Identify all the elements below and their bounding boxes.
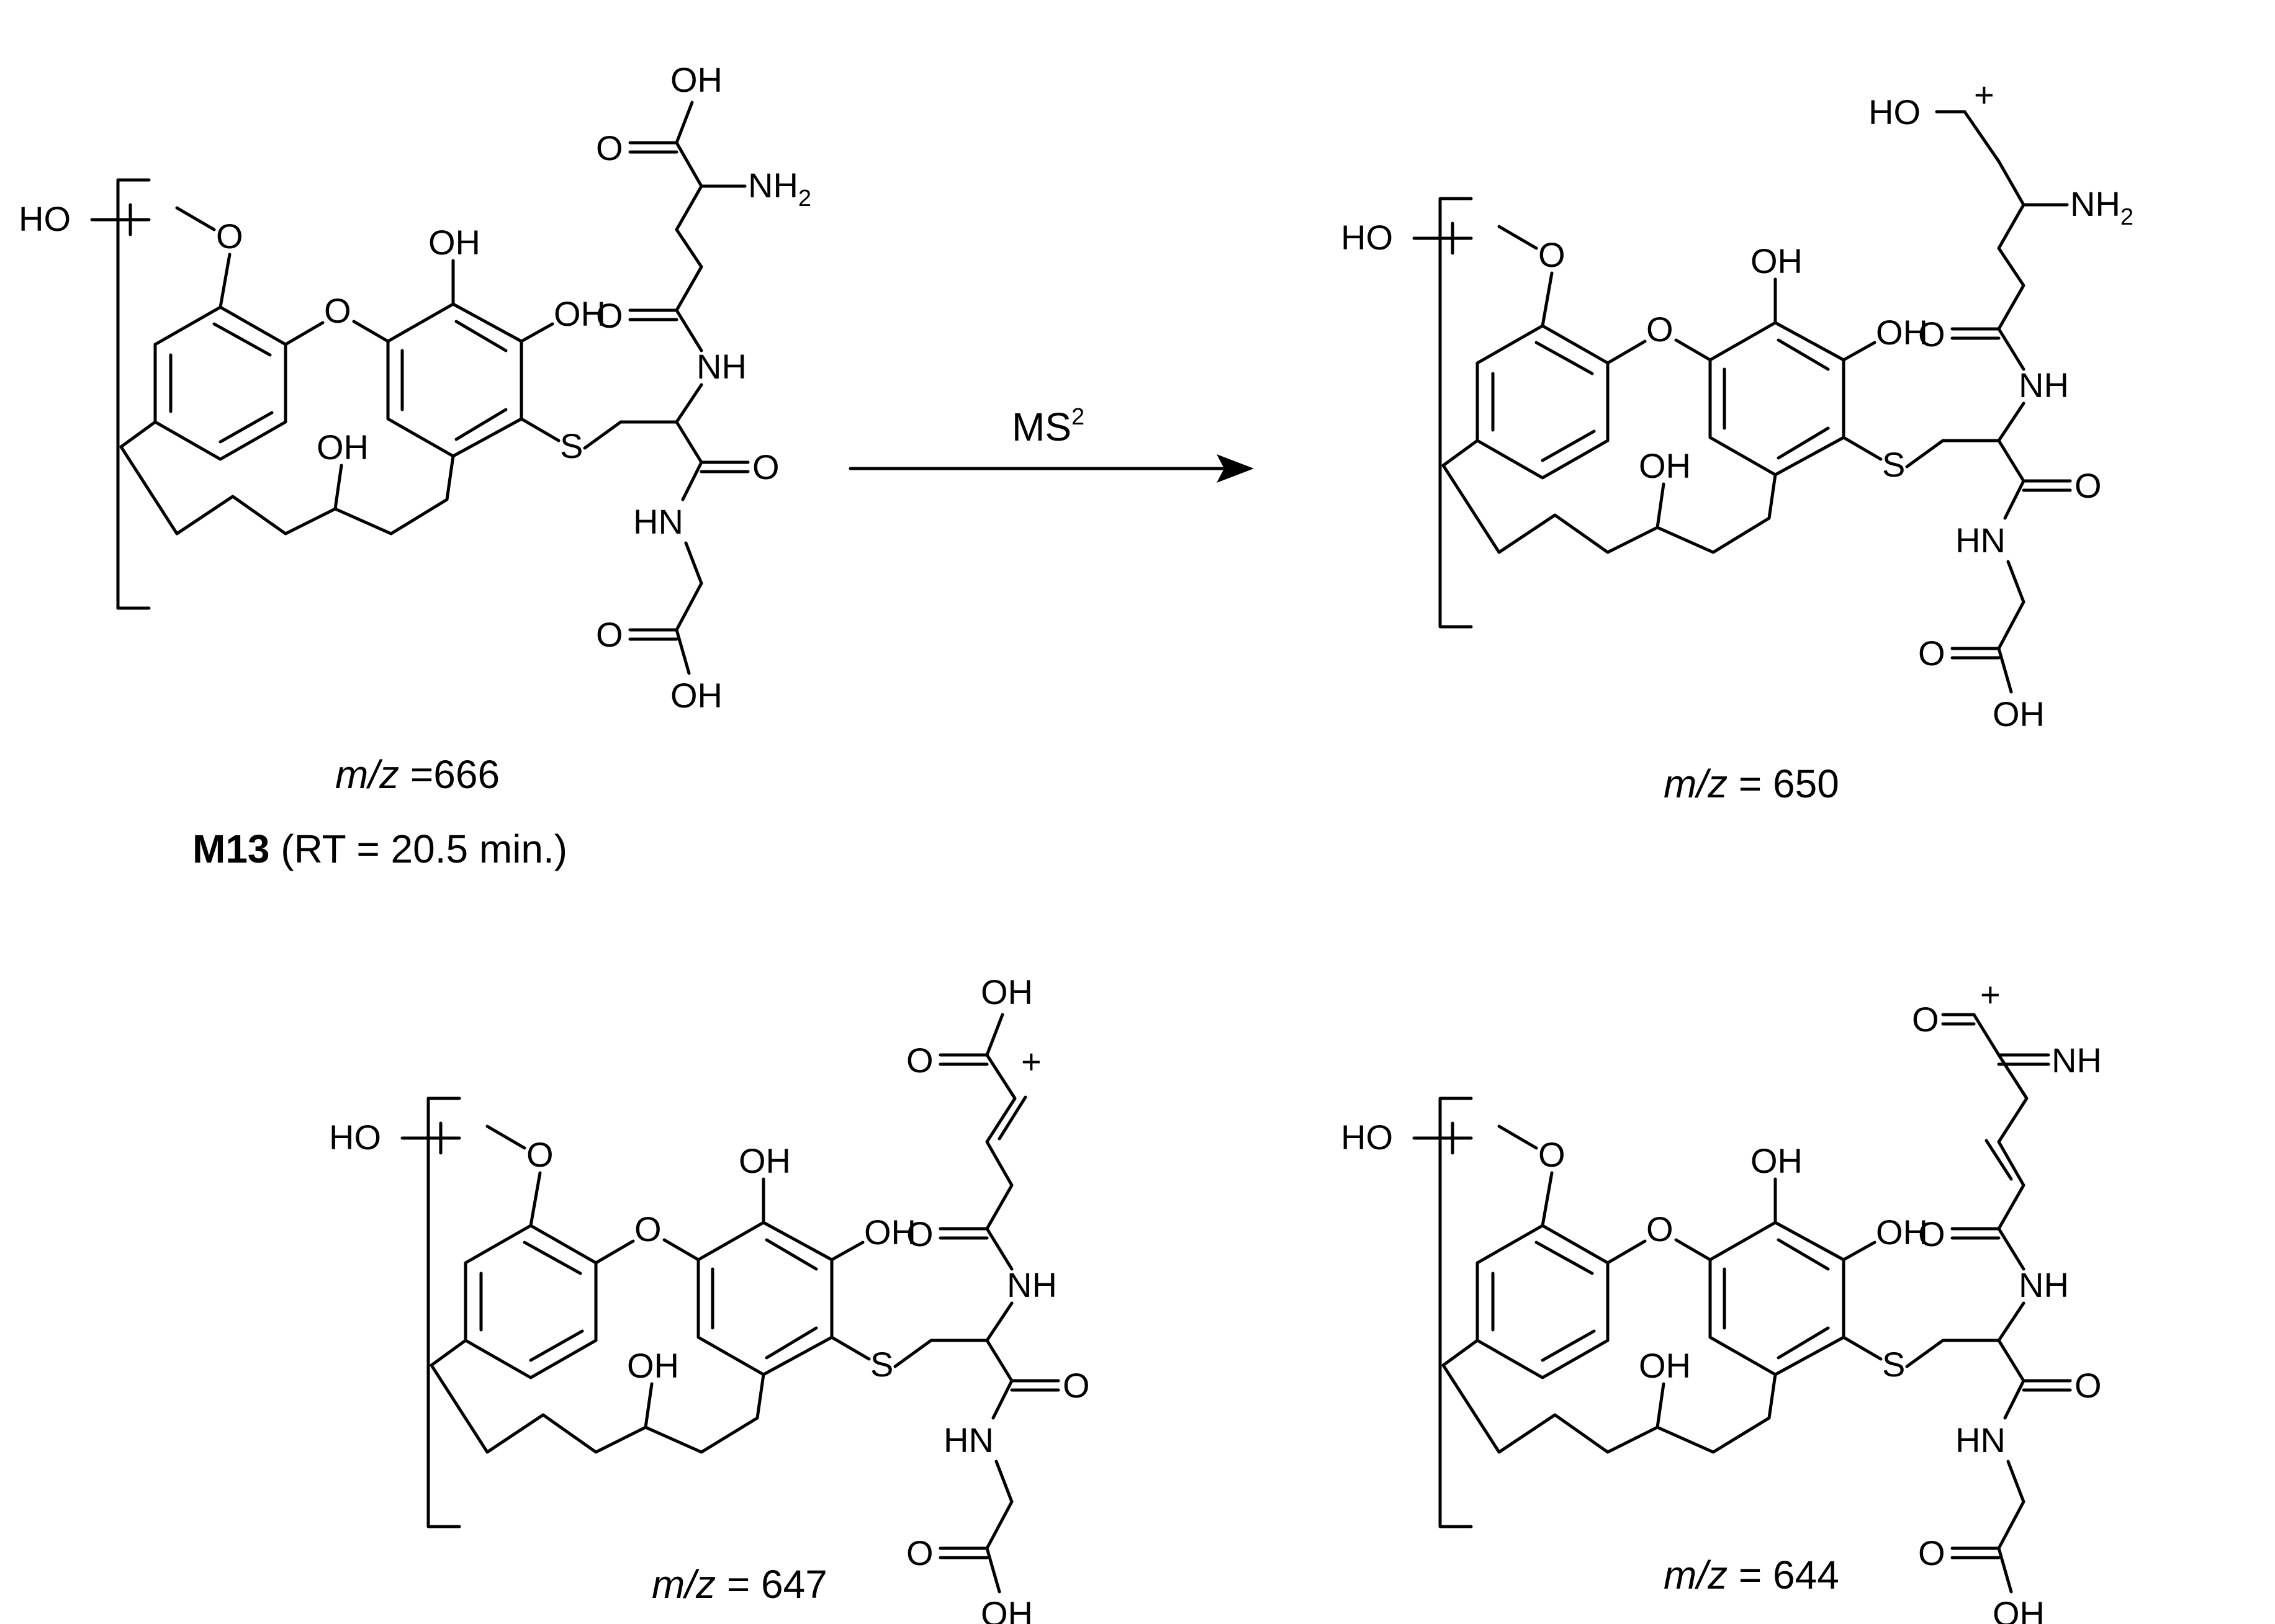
caption-m13-name: M13 (RT = 20.5 min.) [192,827,567,871]
plus-charge: + [1974,75,1994,114]
structure-m13: NH2 O OH [19,60,811,715]
nh-imine: NH [2052,1041,2102,1080]
structure-647: + O OH [329,972,1090,1624]
caption-m13-mz: m/z =666 [335,752,500,797]
arrow-label: MS2 [1012,404,1084,449]
nh2-label: NH2 [748,166,811,212]
o-carboxyl: O [906,1041,934,1080]
oh-carboxyl: OH [981,972,1033,1012]
arrow-head [1217,454,1254,483]
plus-charge: + [1980,975,2001,1014]
structure-644: NH + O [1341,975,2102,1624]
nh2-label: NH2 [2070,184,2133,230]
caption-650: m/z = 650 [1664,761,1839,806]
oh-carboxyl: OH [670,60,723,99]
o-carboxyl: O [596,128,623,168]
plus-charge: + [1021,1042,1042,1081]
structure-650: NH2 + HO [1341,75,2133,733]
ho-cation: HO [1868,92,1921,132]
caption-647: m/z = 647 [652,1562,827,1607]
o-acylium: O [1912,1000,1939,1039]
caption-644: m/z = 644 [1664,1553,1839,1597]
